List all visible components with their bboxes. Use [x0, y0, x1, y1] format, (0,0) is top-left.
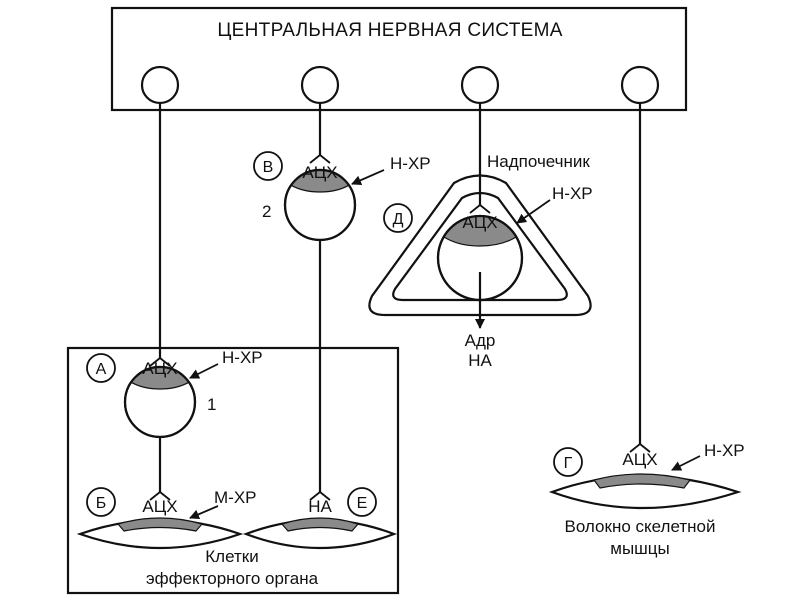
receptor-g: Н-ХР	[704, 441, 745, 460]
letter-e: Е	[357, 495, 368, 512]
hormone-adr: Адр	[465, 331, 496, 350]
letter-e-circle	[347, 487, 377, 517]
skeletal-label-line-2: мышцы	[610, 539, 670, 558]
letter-d-circle	[383, 203, 413, 233]
arrow-receptor-g	[671, 455, 701, 471]
letter-a: А	[96, 361, 107, 378]
mediator-ach-g: АЦХ	[622, 450, 657, 469]
effector-box	[66, 346, 400, 595]
adrenal-label: Надпочечник	[487, 152, 590, 171]
letter-g-circle	[553, 447, 583, 477]
ganglion-number-2: 2	[262, 202, 271, 221]
cns-neuron-2	[300, 65, 340, 105]
synapse-fork-v	[309, 154, 331, 164]
arrow-receptor-a	[189, 363, 219, 379]
synapse-fork-e	[309, 491, 331, 501]
skeletal-label-line-1: Волокно скелетной	[565, 517, 716, 536]
ganglion-2-receptor-zone	[285, 170, 355, 193]
mediator-ach-v: АЦХ	[302, 163, 337, 182]
cns-neuron-1	[140, 65, 180, 105]
synapse-fork-a	[149, 357, 171, 367]
letter-d: Д	[393, 211, 404, 228]
arrow-receptor-b	[189, 505, 219, 520]
letter-v: В	[263, 159, 274, 176]
effector-label-line-2: эффекторного органа	[146, 569, 319, 588]
letter-b: Б	[96, 495, 107, 512]
effector-cell-b-receptor	[116, 517, 204, 532]
letter-v-circle	[253, 151, 283, 181]
cns-neuron-4	[620, 65, 660, 105]
arrow-receptor-v	[351, 169, 385, 185]
letter-a-circle	[86, 353, 116, 383]
cns-neuron-3	[460, 65, 500, 105]
synapse-fork-b	[149, 491, 171, 501]
letter-g: Г	[564, 455, 573, 472]
mediator-ach-a: АЦХ	[142, 359, 177, 378]
mediator-ach-b: АЦХ	[142, 497, 177, 516]
effector-cell-e-receptor	[280, 517, 360, 532]
cns-title: ЦЕНТРАЛЬНАЯ НЕРВНАЯ СИСТЕМА	[217, 20, 562, 41]
receptor-d: Н-ХР	[552, 184, 593, 203]
hormone-na: НА	[468, 351, 492, 370]
adrenal-gland-outer	[368, 174, 592, 317]
cns-box	[110, 6, 688, 112]
synapse-fork-d	[469, 204, 491, 214]
letter-b-circle	[86, 487, 116, 517]
arrow-receptor-d	[516, 199, 551, 224]
receptor-b: М-ХР	[214, 488, 257, 507]
effector-label-line-1: Клетки	[205, 547, 258, 566]
mediator-na-e: НА	[308, 497, 332, 516]
receptor-a: Н-ХР	[222, 348, 263, 367]
ganglion-1-receptor-zone	[125, 367, 195, 390]
synapse-fork-g	[629, 443, 651, 453]
ganglion-number-1: 1	[207, 395, 216, 414]
adrenal-gland-inner	[392, 191, 568, 302]
chromaffin-receptor-zone	[438, 216, 522, 247]
skeletal-muscle-receptor	[592, 473, 692, 489]
receptor-v: Н-ХР	[390, 154, 431, 173]
mediator-ach-d: АЦХ	[462, 213, 497, 232]
